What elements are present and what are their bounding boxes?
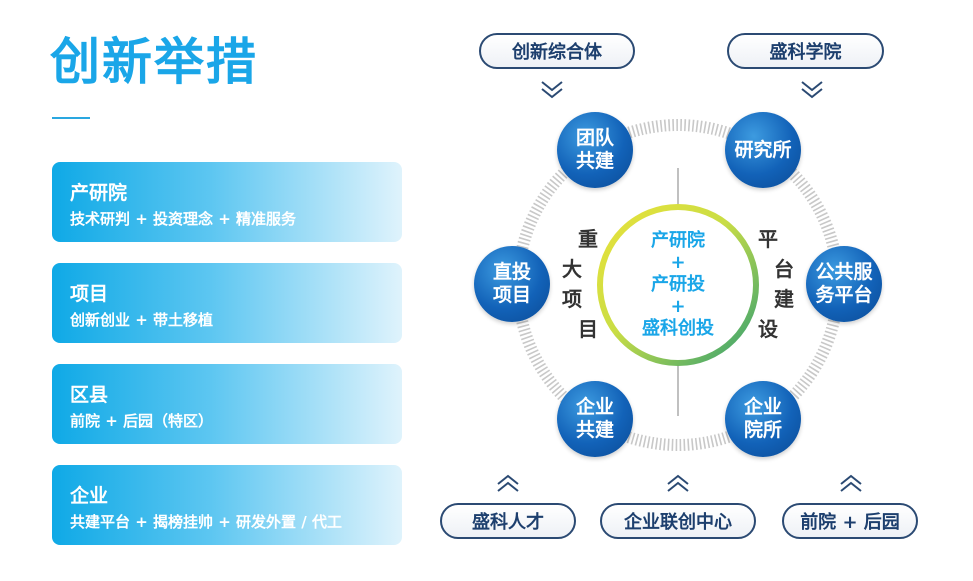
label-major-projects: 重 大 项 目 (562, 224, 598, 344)
center-ring (597, 204, 759, 366)
center-line: 产研投 (651, 274, 705, 295)
center-line: 盛科创投 (642, 318, 714, 339)
node-label: 共建 (575, 419, 614, 441)
node-label: 公共服 (815, 261, 873, 283)
vertical-char: 设 (758, 317, 778, 341)
vertical-char: 平 (758, 227, 778, 251)
node-label: 企业 (743, 396, 782, 418)
pill-front-back-park: 前院 + 后园 (782, 503, 918, 539)
node-label: 团队 (575, 127, 614, 149)
node-label: 直投 (492, 261, 531, 283)
pill-shengke-talent: 盛科人才 (440, 503, 576, 539)
node-enterprise-joint: 企业 共建 (557, 381, 633, 457)
card-subtitle: 共建平台 + 揭榜挂帅 + 研发外置 / 代工 (70, 513, 342, 531)
center-label: 产研院 + 产研投 + 盛科创投 (613, 230, 743, 340)
chevron-up-icon (840, 474, 862, 492)
center-line: + (670, 252, 686, 273)
center-line: + (670, 296, 686, 317)
pill-shengke-academy: 盛科学院 (727, 33, 884, 69)
card-subtitle: 技术研判 + 投资理念 + 精准服务 (70, 210, 297, 228)
node-label: 项目 (492, 284, 531, 306)
card-project: 项目 创新创业 + 带土移植 (52, 263, 402, 343)
node-direct-project: 直投 项目 (474, 246, 550, 322)
vertical-char: 大 (562, 257, 582, 281)
card-heading: 区县 (70, 384, 109, 406)
chevron-up-icon (497, 474, 519, 492)
vertical-char: 目 (578, 317, 598, 341)
vertical-char: 重 (578, 227, 598, 251)
card-research-institute: 产研院 技术研判 + 投资理念 + 精准服务 (52, 162, 402, 242)
card-subtitle: 前院 + 后园（特区） (70, 412, 214, 430)
node-public-service: 公共服 务平台 (806, 246, 882, 322)
card-enterprise: 企业 共建平台 + 揭榜挂帅 + 研发外置 / 代工 (52, 465, 402, 545)
chevron-down-icon (541, 81, 563, 99)
node-enterprise-institute: 企业 院所 (725, 381, 801, 457)
page-title: 创新举措 (50, 33, 258, 91)
pill-innovation-complex: 创新综合体 (479, 33, 635, 69)
node-label: 务平台 (815, 284, 873, 306)
card-heading: 企业 (70, 485, 109, 507)
node-team-joint: 团队 共建 (557, 112, 633, 188)
node-label: 研究所 (734, 138, 792, 161)
vertical-char: 建 (774, 287, 794, 311)
node-label: 企业 (575, 396, 614, 418)
card-subtitle: 创新创业 + 带土移植 (70, 311, 214, 329)
vertical-char: 台 (774, 257, 794, 281)
chevron-up-icon (667, 474, 689, 492)
pill-enterprise-center: 企业联创中心 (600, 503, 756, 539)
title-underline (52, 117, 90, 119)
chevron-down-icon (801, 81, 823, 99)
card-heading: 项目 (70, 283, 109, 305)
card-heading: 产研院 (70, 182, 128, 204)
node-label: 院所 (743, 419, 782, 441)
card-district: 区县 前院 + 后园（特区） (52, 364, 402, 444)
node-label: 共建 (575, 150, 614, 172)
label-platform-building: 平 台 建 设 (758, 224, 794, 344)
node-institute: 研究所 (725, 112, 801, 188)
center-line: 产研院 (651, 230, 705, 251)
vertical-char: 项 (562, 287, 582, 311)
